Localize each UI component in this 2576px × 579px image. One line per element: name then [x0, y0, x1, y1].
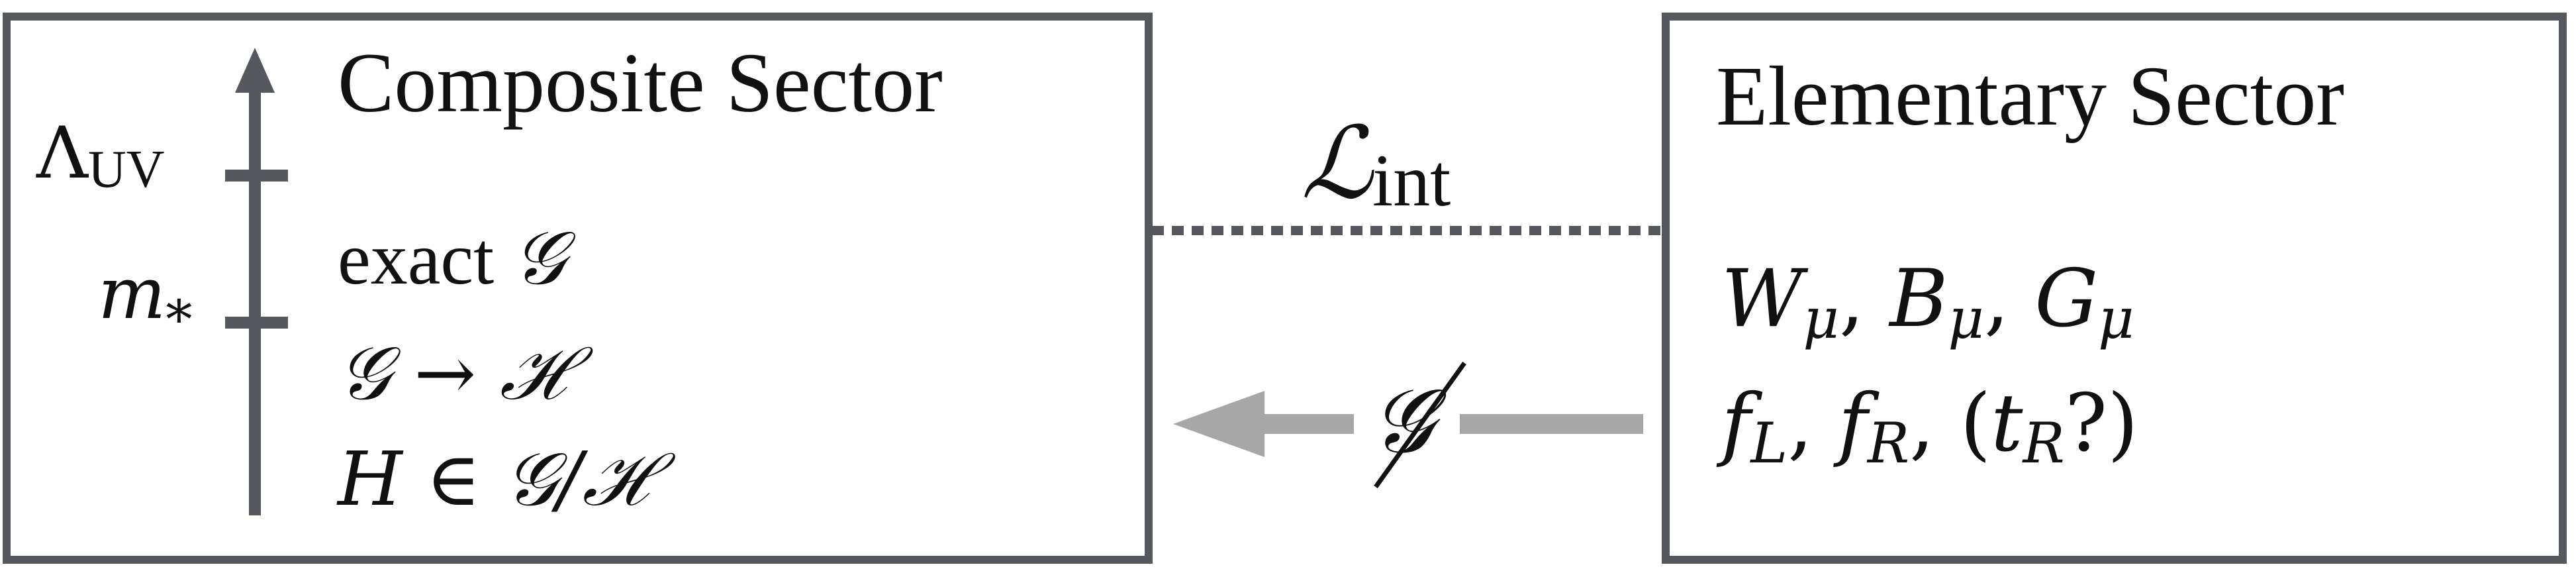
symmetry-slash-icon	[1374, 361, 1466, 489]
composite-sector-title: Composite Sector	[338, 36, 943, 130]
resonance-mass-label: m*	[98, 252, 192, 350]
cutoff-scale-label: ΛUV	[36, 112, 165, 199]
broken-symmetry-symbol: 𝒢	[1370, 369, 1447, 473]
composite-line-exact-symmetry: exact 𝒢	[338, 215, 576, 301]
composite-line-higgs-coset: H ∈ 𝒢/ℋ	[336, 437, 676, 523]
energy-scale-axis	[225, 48, 288, 515]
elementary-sector-title: Elementary Sector	[1716, 49, 2344, 143]
composite-line-symmetry-breaking: 𝒢 → ℋ	[338, 331, 594, 417]
interaction-lagrangian-label: ℒint	[1301, 106, 1451, 222]
axis-arrow-head-icon	[235, 48, 275, 93]
composite-sector-box	[3, 13, 1153, 564]
broken-symmetry-arrow	[1173, 391, 1643, 457]
elementary-gauge-fields: Wμ, Bμ, Gμ	[1721, 253, 2134, 351]
elementary-sector-box	[1662, 13, 2567, 564]
elementary-fermions: fL, fR, (tR?)	[1716, 378, 2138, 476]
left-arrow-head-icon	[1173, 391, 1264, 457]
